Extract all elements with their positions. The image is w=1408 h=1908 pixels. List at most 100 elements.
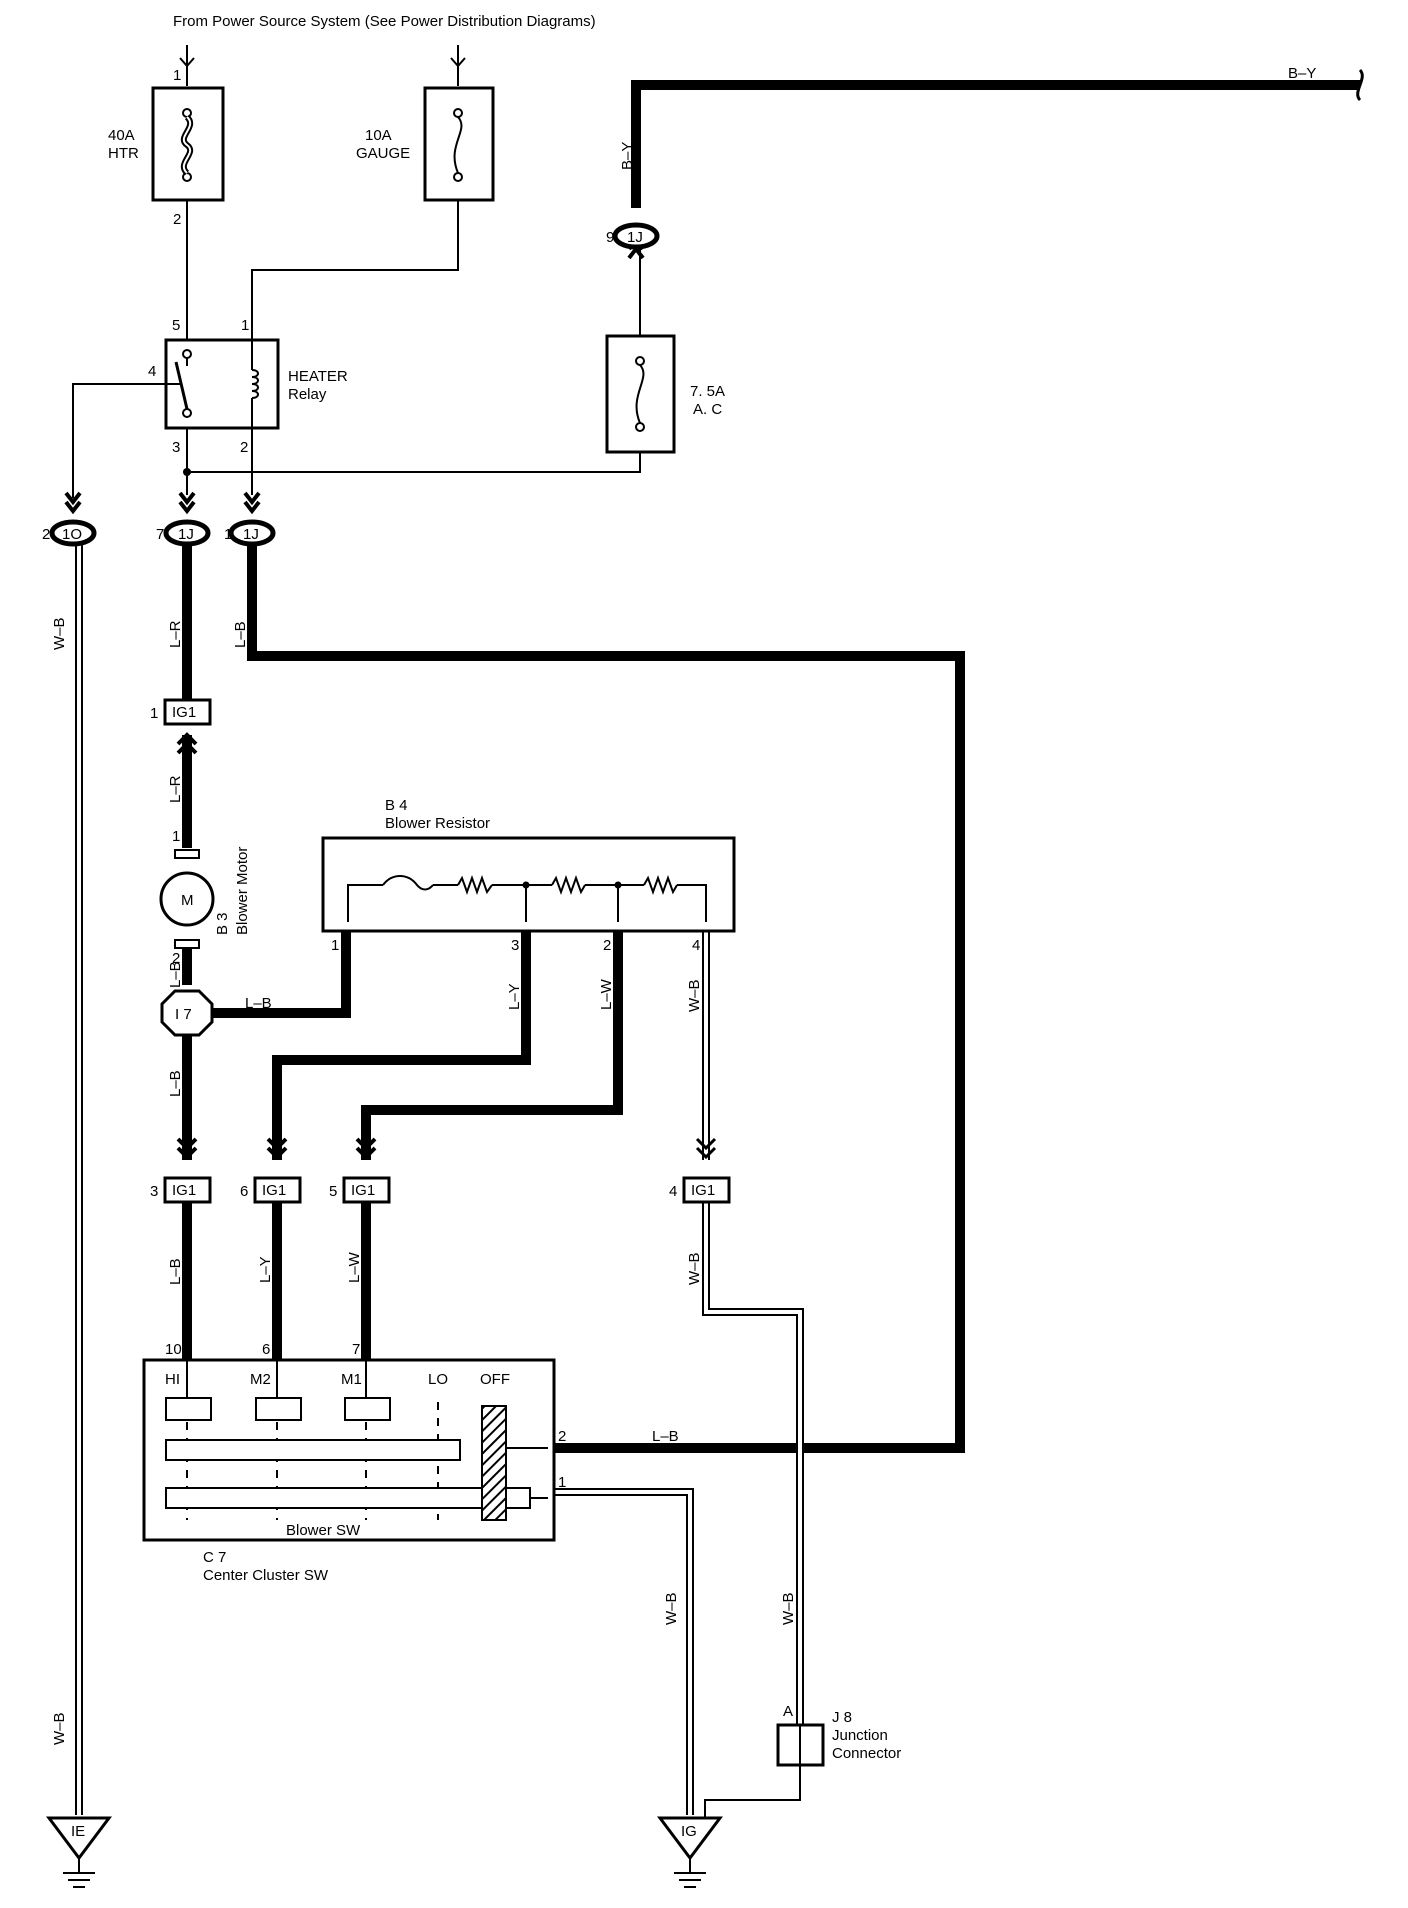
label-l-y-ig1-6: L–Y [257,1256,274,1283]
bold-wires [182,80,1360,1453]
thin-wires [72,45,641,498]
relay-pin3: 3 [172,439,180,456]
connector-1j-1-pin: 1 [224,526,232,543]
label-l-b-below-i7: L–B [167,1070,184,1097]
svg-text:IG1: IG1 [172,1182,196,1199]
relay-name: HEATER [288,368,348,385]
label-l-b-sw2: L–B [652,1428,679,1445]
arrow-ig1-4 [695,1137,717,1160]
switch-pin1: 1 [558,1474,566,1491]
j8-code: J 8 [832,1709,852,1726]
fuse-gauge-name: GAUGE [356,145,410,162]
label-l-w-resistor: L–W [598,978,615,1010]
svg-text:1O: 1O [62,526,82,543]
svg-text:1J: 1J [178,526,194,543]
wire-labels: B–Y B–Y W–B W–B L–R L–R L–B L–B L–B L–B … [51,65,1316,1745]
resistor-pin4: 4 [692,937,700,954]
label-l-w-ig1-5: L–W [346,1251,363,1283]
j8-name: Junction [832,1727,888,1744]
arrow-ig1-6 [266,1137,288,1160]
switch-pos-hi: HI [165,1371,180,1388]
connector-ig1-4-pin: 4 [669,1183,677,1200]
svg-text:1J: 1J [243,526,259,543]
fuse-htr-pin2: 2 [173,211,181,228]
label-l-b-motor: L–B [167,961,184,988]
label-l-r-upper: L–R [167,620,184,648]
arrow-ig1-1 [176,732,198,755]
connector-1j-7: 1J 7 [156,519,211,547]
power-source-label: From Power Source System (See Power Dist… [173,13,596,30]
label-l-r-lower: L–R [167,775,184,803]
fuse-7-5a-ac: 7. 5A A. C [605,334,725,454]
j8-name2: Connector [832,1745,901,1762]
switch-code: C 7 [203,1549,226,1566]
svg-text:IE: IE [71,1823,85,1840]
blower-switch: 10 6 7 HI M2 M1 LO OFF 2 1 Blower SW C [142,1341,566,1584]
connector-ig1-1-pin: 1 [150,705,158,722]
connector-ig1-3-pin: 3 [150,1183,158,1200]
fuse-htr-rating: 40A [108,127,135,144]
svg-text:IG: IG [681,1823,697,1840]
connector-1j-9-pin: 9 [606,229,614,246]
switch-pin2: 2 [558,1428,566,1445]
label-w-b-left-bottom: W–B [51,1712,68,1745]
switch-pos-lo: LO [428,1371,448,1388]
label-w-b-j8: W–B [780,1592,797,1625]
splice-dot [183,468,191,476]
switch-pin6: 6 [262,1341,270,1358]
arrow-ig1-3 [176,1137,198,1160]
label-w-b-left-top: W–B [51,617,68,650]
label-w-b-resistor: W–B [686,979,703,1012]
svg-text:IG1: IG1 [691,1182,715,1199]
fuse-htr-pin1: 1 [173,67,181,84]
label-l-b-1j: L–B [232,621,249,648]
relay-pin2: 2 [240,439,248,456]
junction-i7: I 7 [160,989,214,1037]
switch-pos-off: OFF [480,1371,510,1388]
svg-text:I 7: I 7 [175,1006,192,1023]
motor-pin2: 2 [172,950,180,967]
switch-pin7: 7 [352,1341,360,1358]
resistor-pin3: 3 [511,937,519,954]
arrow-ig1-5 [355,1137,377,1160]
relay-pin1: 1 [241,317,249,334]
junction-connector-j8: A J 8 Junction Connector [776,1703,901,1767]
switch-inner-label: Blower SW [286,1522,361,1539]
fuse-ac-rating: 7. 5A [690,383,725,400]
motor-code: B 3 [214,912,231,935]
relay-pin5: 5 [172,317,180,334]
resistor-name: Blower Resistor [385,815,490,832]
resistor-pin1: 1 [331,937,339,954]
motor-pin1: 1 [172,828,180,845]
label-l-b-ig1-3: L–B [167,1258,184,1285]
connector-ig1-6-pin: 6 [240,1183,248,1200]
heater-relay: 5 1 4 3 2 HEATER Relay [148,317,348,456]
connector-ig1-4: IG1 4 [669,1176,731,1204]
connector-1j-1: 1J 1 [224,519,276,547]
wire-continuation-mark [1356,68,1364,102]
svg-text:IG1: IG1 [172,704,196,721]
fuse-10a-gauge: 10A GAUGE [356,86,495,202]
motor-symbol: M [181,892,194,909]
connector-ig1-5: IG1 5 [329,1176,391,1204]
connector-ig1-3: IG1 3 [150,1176,212,1204]
fuse-htr-name: HTR [108,145,139,162]
connector-1o: 1O 2 [42,519,97,547]
label-l-b-i7: L–B [245,995,272,1012]
ground-ie: IE [46,1816,112,1888]
svg-text:IG1: IG1 [351,1182,375,1199]
switch-pin10: 10 [165,1341,182,1358]
blower-motor: M 1 2 B 3 Blower Motor [159,828,251,967]
svg-text:IG1: IG1 [262,1182,286,1199]
connector-1o-pin: 2 [42,526,50,543]
connector-ig1-6: IG1 6 [240,1176,302,1204]
resistor-code: B 4 [385,797,408,814]
j8-pin: A [783,1703,793,1720]
connector-ig1-5-pin: 5 [329,1183,337,1200]
motor-name: Blower Motor [234,847,251,935]
label-w-b-ig1-4: W–B [686,1252,703,1285]
fuse-gauge-rating: 10A [365,127,392,144]
arrow-1o [64,491,82,515]
resistor-pin2: 2 [603,937,611,954]
